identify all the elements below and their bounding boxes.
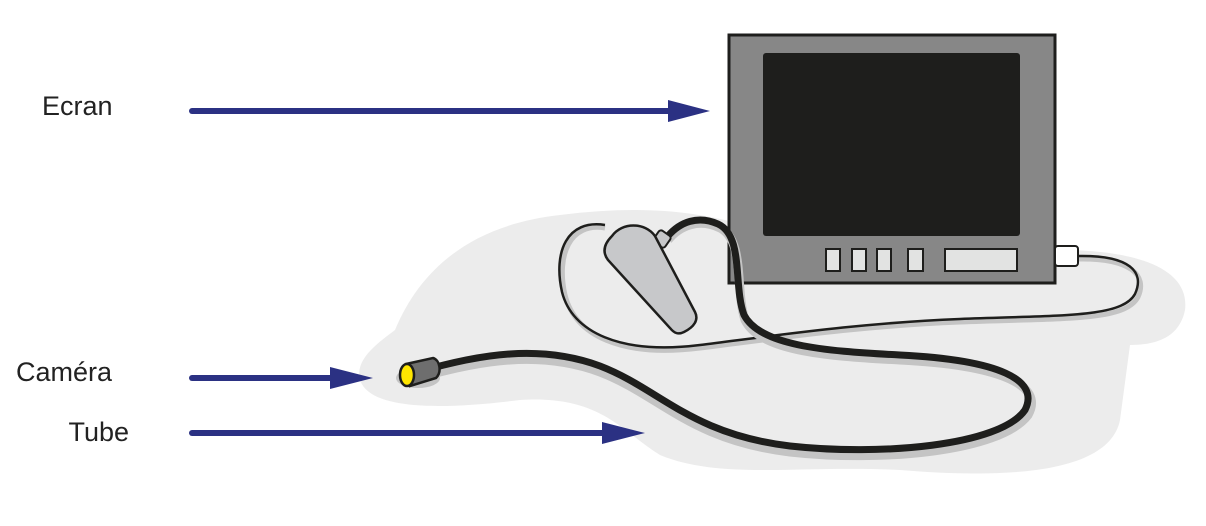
monitor-display-panel xyxy=(944,248,1018,272)
monitor-button-3 xyxy=(876,248,892,272)
power-connector xyxy=(1054,245,1079,267)
monitor-screen xyxy=(763,53,1020,236)
arrow-tube xyxy=(189,422,645,444)
monitor-button-4 xyxy=(907,248,924,272)
tube xyxy=(414,216,1032,454)
tube-handle xyxy=(603,224,698,335)
camera-lens xyxy=(398,362,416,388)
label-tube: Tube xyxy=(68,417,129,447)
power-cable xyxy=(558,223,1140,349)
arrow-camera xyxy=(189,367,373,389)
arrow-screen xyxy=(189,100,710,122)
monitor-button-2 xyxy=(851,248,867,272)
monitor xyxy=(727,33,1079,285)
camera-head xyxy=(396,356,441,388)
monitor-button-1 xyxy=(825,248,841,272)
label-screen: Ecran xyxy=(42,91,113,121)
label-camera: Caméra xyxy=(16,357,113,387)
